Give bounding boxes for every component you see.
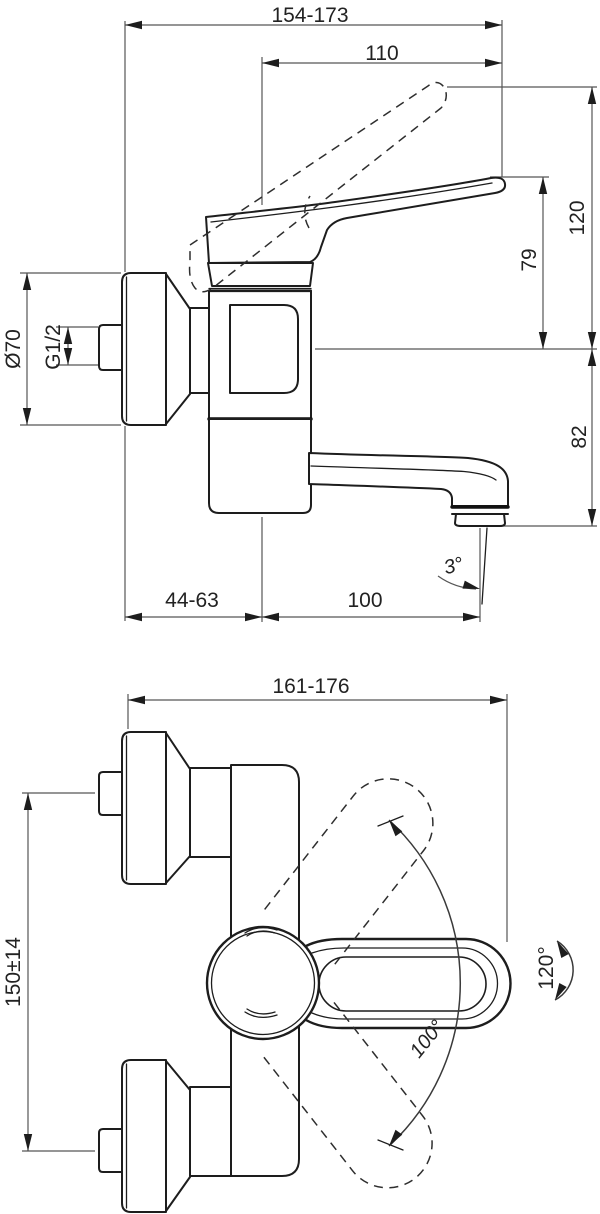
lower-inlet — [98, 1059, 232, 1213]
dim-lever-height: 79 — [518, 248, 541, 271]
wall-flange — [121, 272, 167, 426]
top-view: 161-176 150±14 120° 100° — [2, 675, 574, 1213]
cartridge-collar — [207, 262, 314, 287]
swing-arc — [388, 819, 462, 1147]
water-stream — [481, 527, 488, 605]
lever-handle — [205, 176, 507, 264]
dim-stream-angle: 3° — [442, 553, 466, 579]
side-dimension-lines — [20, 20, 597, 622]
indicator-slot-upper — [244, 926, 278, 937]
dim-overall-depth: 154-173 — [271, 4, 348, 27]
side-dimension-arrows — [22, 20, 597, 622]
faucet-body-side — [207, 289, 313, 514]
wall-flange-lower — [121, 1059, 167, 1213]
dim-wall-clearance: 44-63 — [165, 589, 219, 612]
spout-housing — [208, 418, 312, 514]
spout — [308, 452, 510, 605]
dim-outlet-drop: 82 — [568, 425, 591, 448]
thread-nipple-upper — [98, 771, 124, 816]
rotation-arc — [554, 940, 574, 1001]
top-dimension-arrows — [23, 695, 507, 1151]
side-view: 154-173 110 120 79 82 Ø70 G1/2 44-63 100… — [2, 4, 597, 622]
dim-overall-width: 161-176 — [272, 675, 349, 698]
union-nut — [229, 304, 299, 394]
dim-lever-rotation: 120° — [535, 946, 558, 989]
flange-cone — [165, 273, 191, 425]
thread-nipple — [98, 324, 124, 371]
dim-lever-raised-height: 120 — [566, 200, 589, 235]
wall-flange-upper — [121, 731, 167, 885]
dim-thread-size: G1/2 — [42, 324, 65, 370]
upper-inlet — [98, 731, 232, 885]
indicator-slot-lower — [244, 1008, 278, 1019]
dim-flange-diameter: Ø70 — [2, 329, 25, 369]
aerator — [450, 505, 510, 527]
thread-nipple-lower — [98, 1128, 124, 1173]
dim-lever-reach: 110 — [365, 42, 398, 65]
lever-handle-top — [205, 925, 512, 1041]
top-dimension-lines — [22, 694, 508, 1152]
dim-spout-reach: 100 — [347, 589, 382, 612]
lever-handle-side — [205, 176, 507, 293]
lever-handle-raised-dashed — [188, 81, 447, 293]
dim-inlet-spacing: 150±14 — [2, 937, 25, 1007]
